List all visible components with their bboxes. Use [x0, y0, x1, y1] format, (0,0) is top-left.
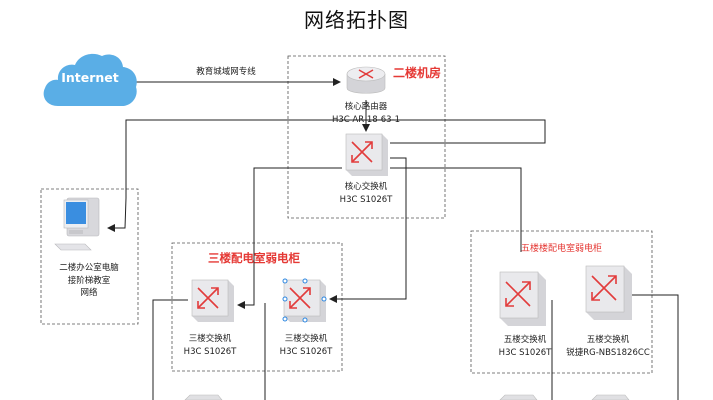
link-f3a-down — [152, 299, 188, 400]
floor5-switch-a-icon — [499, 271, 546, 326]
floor3-switch-a-model: H3C S1026T — [183, 346, 237, 357]
device-partial-1 — [184, 394, 223, 400]
internet-cloud-icon — [43, 53, 137, 106]
office-pc-label: 二楼办公室电脑 接阶梯教室 网络 — [43, 262, 135, 300]
floor3-switch-a-label: 三楼交换机 H3C S1026T — [160, 333, 260, 358]
zone-box-floor2 — [287, 55, 446, 219]
floor3-switch-b-model: H3C S1026T — [279, 346, 333, 357]
link-label: 教育城域网专线 — [196, 67, 256, 77]
computer-icon — [54, 197, 100, 251]
router-icon — [346, 66, 386, 94]
floor3-switch-b-name: 三楼交换机 — [284, 334, 328, 344]
zone-box-floor5 — [470, 230, 653, 374]
zone-label-floor5: 五楼楼配电室弱电柜 — [521, 244, 603, 254]
core-switch-name: 核心交换机 — [344, 182, 388, 192]
core-switch-model: H3C S1026T — [339, 194, 393, 205]
floor5-switch-b-icon — [585, 265, 632, 320]
core-switch-icon — [345, 133, 388, 176]
floor3-switch-a-icon — [191, 279, 234, 322]
floor3-switch-b-icon — [282, 278, 327, 323]
link-core-f5 — [390, 167, 522, 252]
floor3-switch-a-name: 三楼交换机 — [188, 334, 232, 344]
zone-box-floor3 — [171, 242, 343, 372]
floor5-switch-a-model: H3C S1026T — [498, 347, 552, 358]
floor5-switch-b-model: 锐捷RG-NBS1826CC — [566, 347, 650, 358]
link-f5b-down — [632, 294, 679, 400]
diagram-title: 网络拓扑图 — [304, 8, 409, 32]
floor3-switch-b-label: 三楼交换机 H3C S1026T — [256, 333, 356, 358]
link-core-f3b — [329, 157, 407, 303]
internet-label: Internet — [61, 70, 119, 85]
zone-label-floor2: 二楼机房 — [393, 66, 442, 80]
zone-label-floor3: 三楼配电室弱电柜 — [208, 251, 300, 265]
office-pc-line3: 网络 — [80, 288, 98, 298]
floor5-switch-b-name: 五楼交换机 — [586, 335, 630, 345]
core-router-model: H3C AR 18-63-1 — [331, 114, 401, 125]
core-switch-label: 核心交换机 H3C S1026T — [316, 181, 416, 206]
link-core-f3a — [237, 167, 342, 309]
core-router-name: 核心路由器 — [344, 102, 388, 112]
floor5-switch-a-name: 五楼交换机 — [503, 335, 547, 345]
zone-box-office — [40, 188, 139, 325]
office-pc-line2: 接阶梯教室 — [67, 275, 111, 286]
office-pc-line1: 二楼办公室电脑 — [59, 263, 119, 273]
core-router-label: 核心路由器 H3C AR 18-63-1 — [316, 101, 416, 126]
floor5-switch-b-label: 五楼交换机 锐捷RG-NBS1826CC — [558, 334, 658, 359]
floor5-switch-a-label: 五楼交换机 H3C S1026T — [475, 334, 575, 359]
device-partial-2 — [499, 394, 538, 400]
link-core-office — [107, 119, 546, 232]
device-partial-3 — [591, 394, 630, 400]
